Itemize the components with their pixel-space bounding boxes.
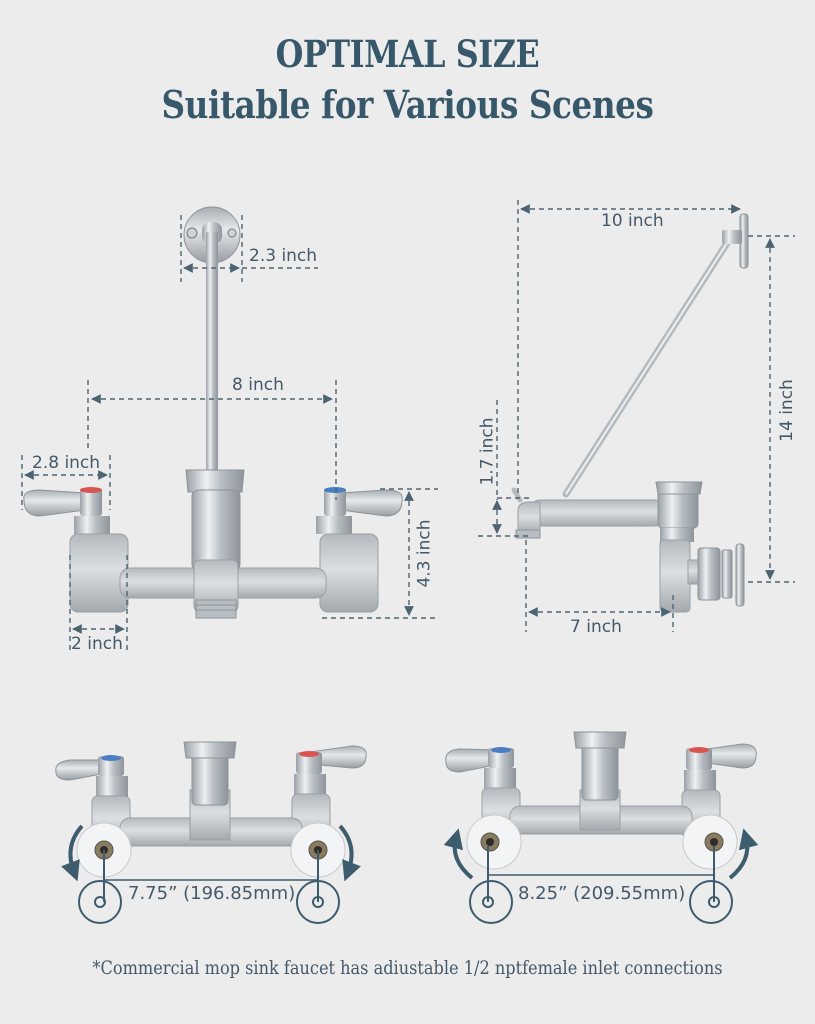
- inlet-right-offset-markers: [469, 846, 733, 924]
- label-spout-reach: 7 inch: [570, 617, 622, 637]
- side-view-dimension-lines: [478, 200, 795, 632]
- inlet-left-rotation-arrows: [61, 824, 361, 882]
- label-spout-height: 1.7 inch: [477, 417, 498, 486]
- side-view-faucet: [511, 213, 749, 613]
- label-wall-flange-width: 2.3 inch: [249, 246, 318, 266]
- label-inlet-offset-outward: 8.25” (209.55mm): [518, 883, 686, 904]
- label-brace-reach: 10 inch: [601, 211, 664, 231]
- inlet-variant-left: [55, 741, 367, 878]
- label-inlet-offset-inward: 7.75” (196.85mm): [128, 883, 296, 904]
- inlet-variant-right: [445, 731, 757, 870]
- label-brace-height: 14 inch: [776, 379, 797, 442]
- label-body-width: 2 inch: [71, 634, 123, 654]
- page-subtitle: Suitable for Various Scenes: [161, 82, 654, 127]
- label-handle-width: 2.8 inch: [32, 453, 101, 473]
- footnote: *Commercial mop sink faucet has adiustab…: [92, 957, 723, 979]
- front-view-faucet: [23, 206, 403, 619]
- front-view-dimension-lines: [21, 215, 438, 652]
- page-title: OPTIMAL SIZE: [275, 32, 540, 76]
- label-body-height: 4.3 inch: [414, 519, 435, 588]
- inlet-left-offset-markers: [78, 850, 340, 924]
- inlet-right-rotation-arrows: [443, 828, 759, 880]
- label-inlet-spacing: 8 inch: [232, 375, 284, 395]
